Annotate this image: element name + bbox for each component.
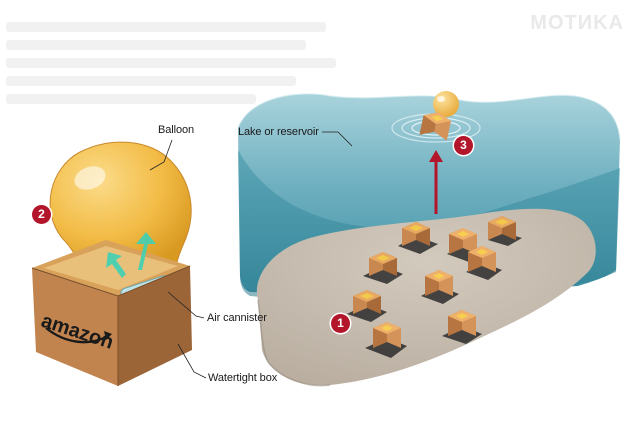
watermark: MOTИKA <box>530 12 624 34</box>
step-badge-1: 1 <box>331 314 350 333</box>
box-illustration <box>31 139 207 386</box>
lake-label: Lake or reservoir <box>238 126 319 138</box>
step-badge-2: 2 <box>32 205 51 224</box>
floating-box-with-balloon <box>419 91 459 141</box>
balloon-label: Balloon <box>158 124 194 136</box>
box-right-face <box>118 266 192 386</box>
box-left-face <box>32 268 118 386</box>
air-canister-label: Air cannister <box>207 312 267 324</box>
watertight-box-label: Watertight box <box>208 372 278 384</box>
rising-arrow <box>429 150 443 214</box>
blurred-caption-text <box>6 22 336 104</box>
sunken-boxes <box>347 216 522 358</box>
lake-illustration <box>237 91 621 387</box>
step-badge-3: 3 <box>454 136 473 155</box>
